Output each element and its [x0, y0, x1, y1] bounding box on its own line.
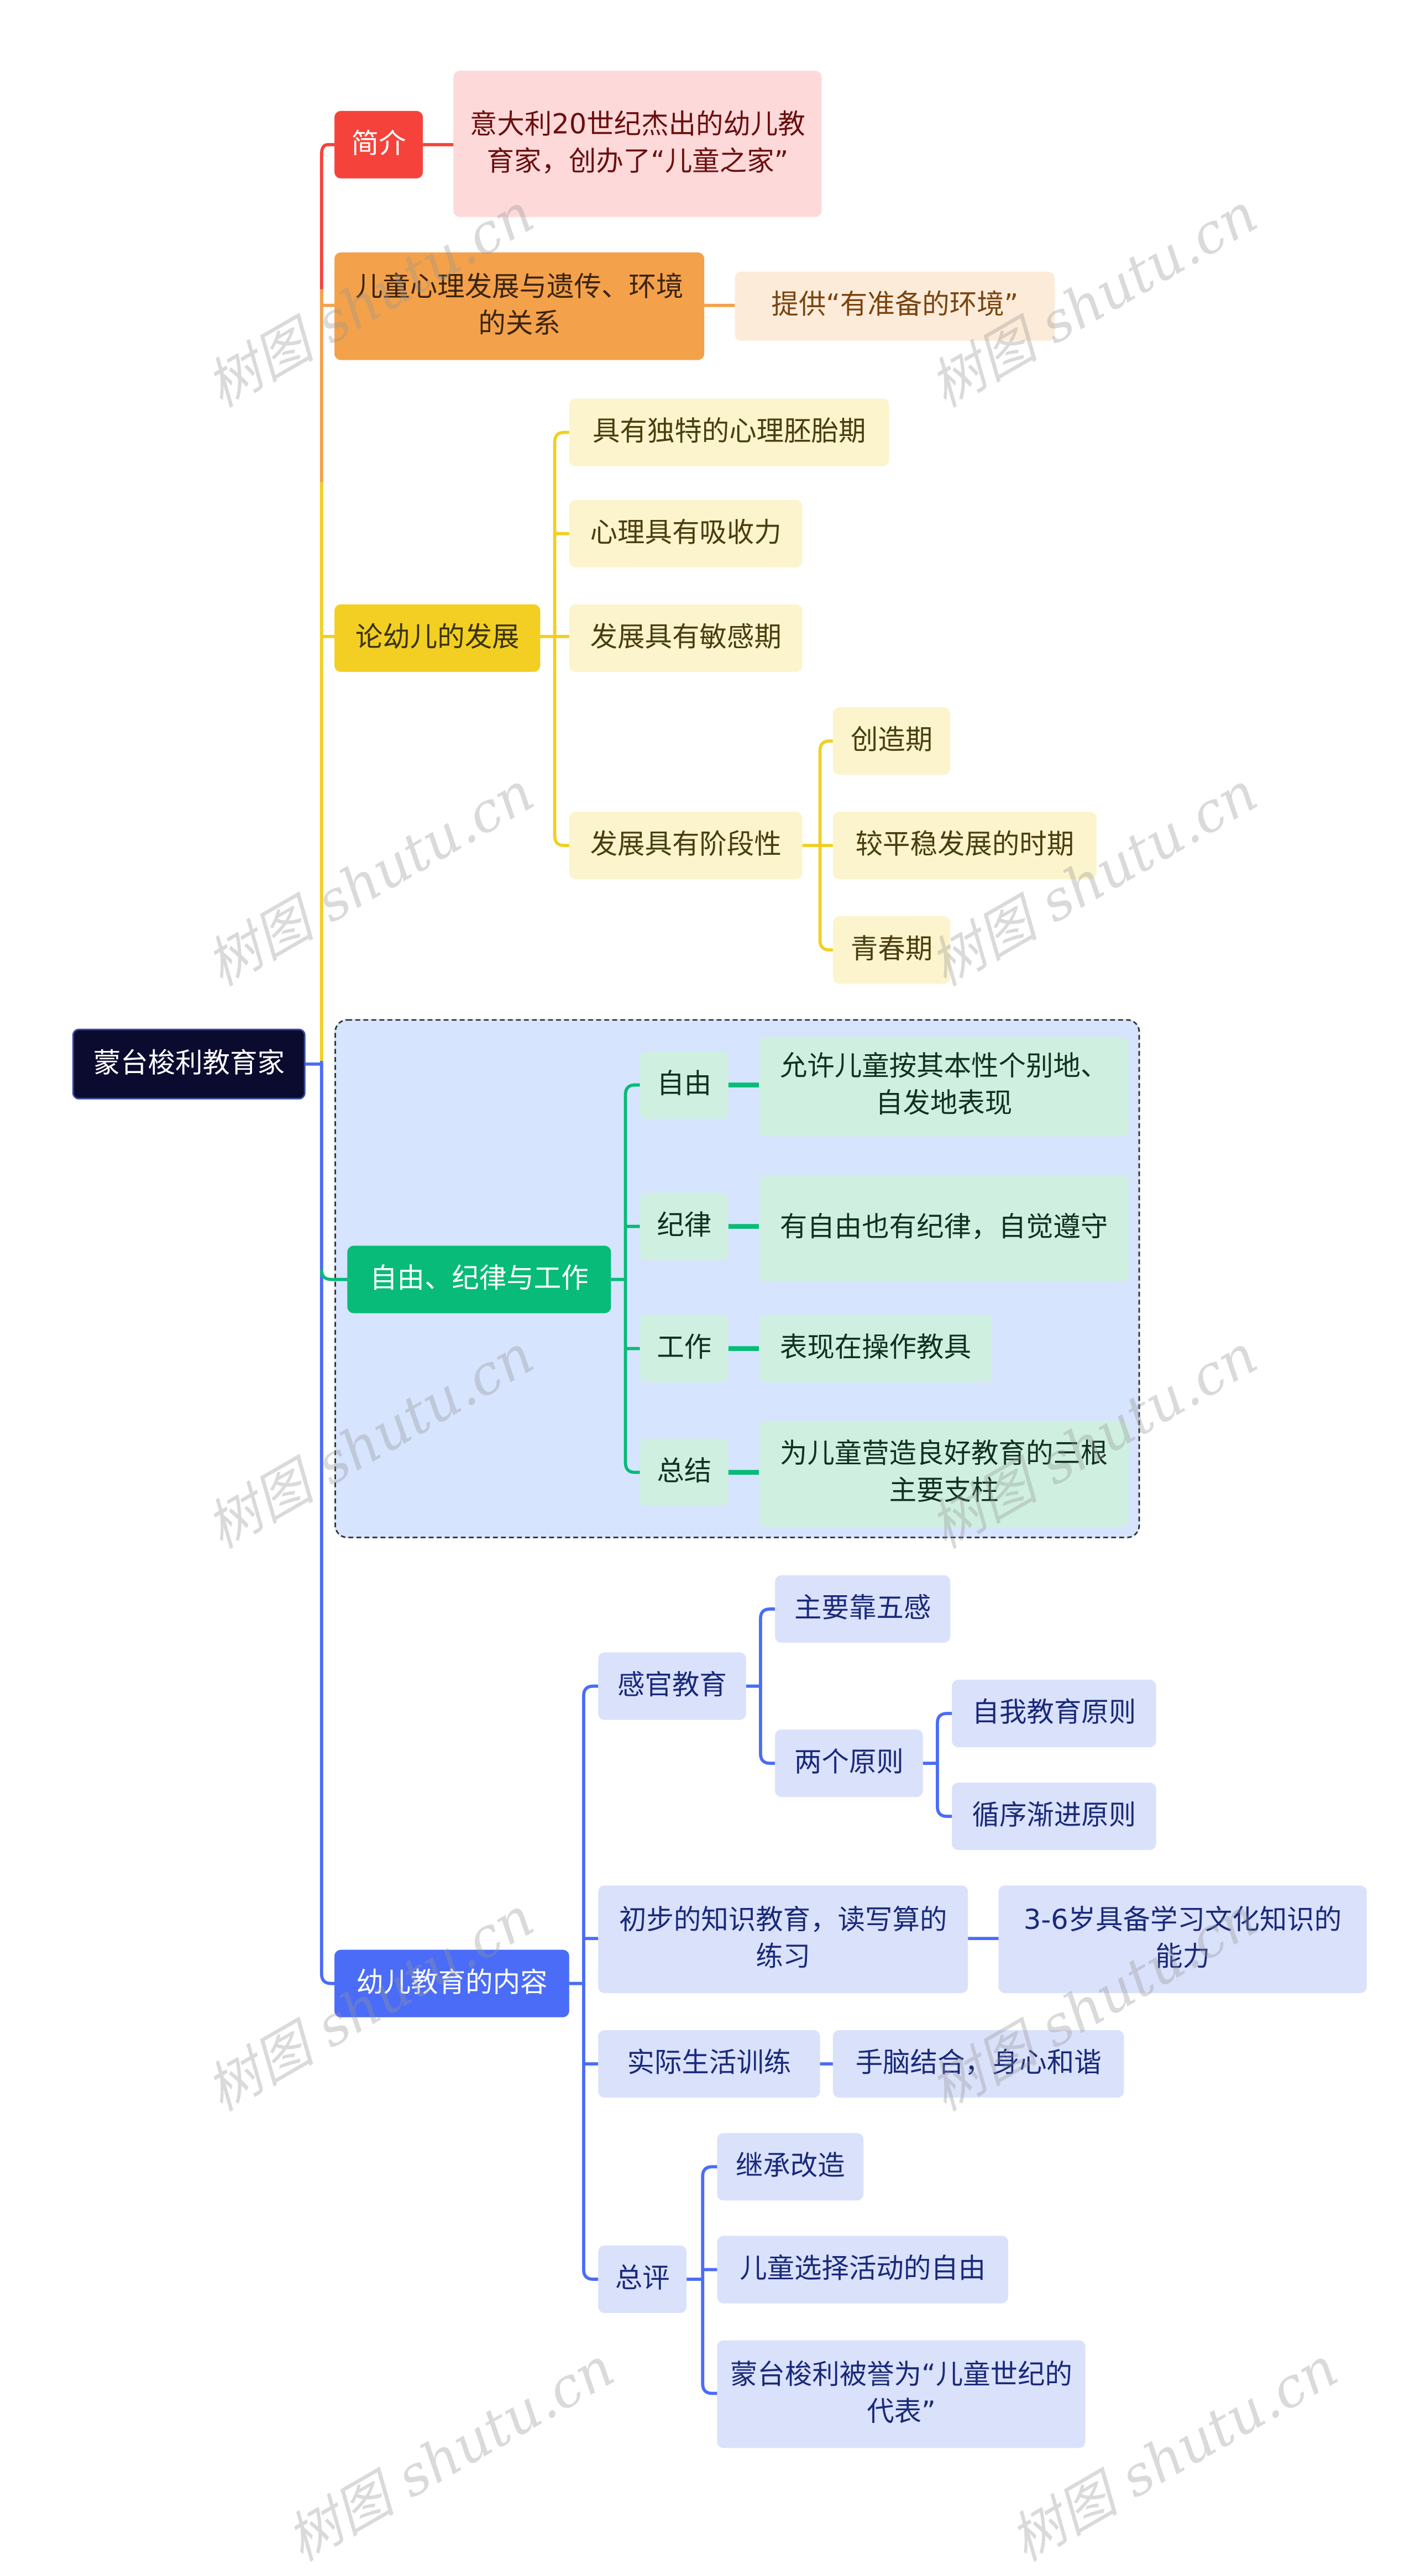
content-knowledge[interactable]: 初步的知识教育，读写算的练习	[598, 1885, 968, 1994]
stage-item[interactable]: 较平稳发展的时期	[832, 812, 1097, 880]
development-item[interactable]: 发展具有阶段性	[569, 812, 803, 880]
branch-intro[interactable]: 简介	[334, 111, 423, 178]
freedom-detail[interactable]: 有自由也有纪律，自觉遵守	[759, 1175, 1129, 1281]
mindmap-canvas: 蒙台梭利教育家 简介 意大利20世纪杰出的幼儿教育家，创办了“儿童之家” 儿童心…	[72, 70, 1367, 2574]
freedom-item[interactable]: 总结	[640, 1438, 729, 1506]
development-item[interactable]: 具有独特的心理胚胎期	[569, 398, 889, 466]
content-review[interactable]: 总评	[598, 2245, 687, 2314]
freedom-detail[interactable]: 允许儿童按其本性个别地、自发地表现	[759, 1037, 1129, 1137]
knowledge-detail[interactable]: 3-6岁具备学习文化知识的能力	[998, 1885, 1367, 1994]
root-node[interactable]: 蒙台梭利教育家	[72, 1028, 306, 1100]
branch-freedom[interactable]: 自由、纪律与工作	[347, 1245, 611, 1313]
review-item[interactable]: 继承改造	[717, 2133, 864, 2201]
review-item[interactable]: 蒙台梭利被誉为“儿童世纪的代表”	[717, 2340, 1086, 2448]
principle-item[interactable]: 循序渐进原则	[952, 1783, 1156, 1850]
heredity-detail[interactable]: 提供“有准备的环境”	[735, 271, 1055, 341]
freedom-detail[interactable]: 为儿童营造良好教育的三根主要支柱	[759, 1421, 1129, 1527]
life-detail[interactable]: 手脑结合，身心和谐	[832, 2030, 1124, 2098]
intro-detail[interactable]: 意大利20世纪杰出的幼儿教育家，创办了“儿童之家”	[453, 70, 822, 217]
development-item[interactable]: 发展具有敏感期	[569, 604, 803, 672]
freedom-item[interactable]: 自由	[640, 1051, 729, 1119]
stage-item[interactable]: 青春期	[832, 916, 951, 984]
sensory-five[interactable]: 主要靠五感	[775, 1575, 951, 1643]
freedom-detail[interactable]: 表现在操作教具	[759, 1315, 992, 1382]
freedom-item[interactable]: 纪律	[640, 1192, 729, 1260]
freedom-item[interactable]: 工作	[640, 1315, 729, 1382]
content-sensory[interactable]: 感官教育	[598, 1652, 746, 1720]
branch-heredity[interactable]: 儿童心理发展与遗传、环境的关系	[334, 252, 705, 360]
branch-development[interactable]: 论幼儿的发展	[334, 604, 541, 672]
content-life[interactable]: 实际生活训练	[598, 2030, 820, 2098]
review-item[interactable]: 儿童选择活动的自由	[717, 2236, 1008, 2304]
principle-item[interactable]: 自我教育原则	[952, 1679, 1156, 1748]
branch-content[interactable]: 幼儿教育的内容	[334, 1949, 569, 2017]
development-item[interactable]: 心理具有吸收力	[569, 500, 803, 567]
connectors	[305, 143, 999, 2395]
stage-item[interactable]: 创造期	[832, 707, 951, 775]
sensory-principles[interactable]: 两个原则	[775, 1729, 923, 1797]
